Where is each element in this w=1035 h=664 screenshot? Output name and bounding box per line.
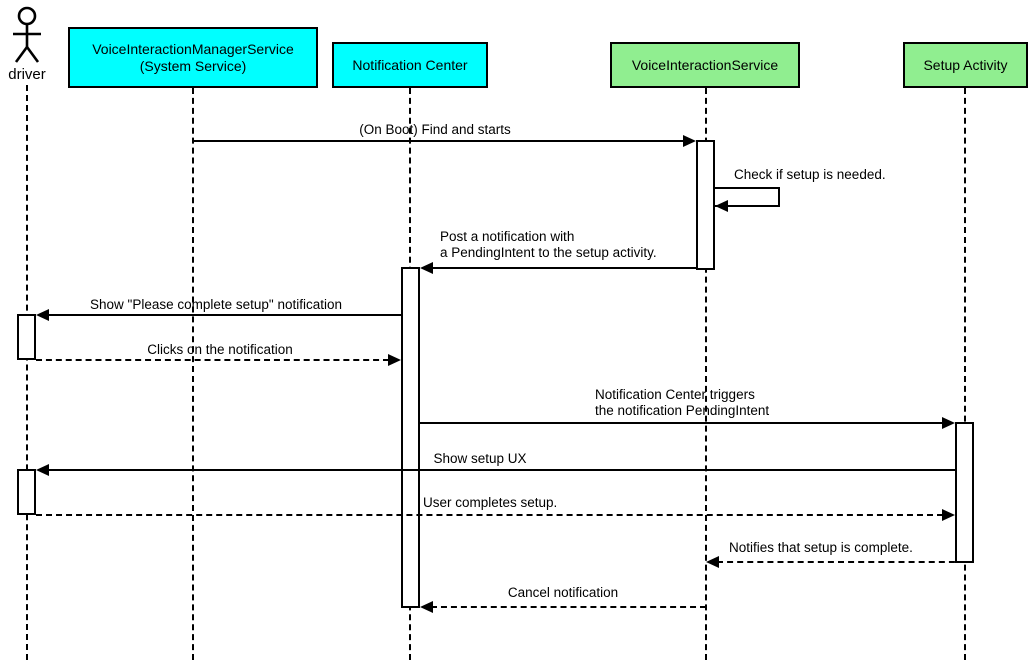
arrowhead-left-icon <box>36 309 49 321</box>
message-line-notifies-setup-complete <box>717 561 965 563</box>
arrowhead-left-icon <box>715 200 728 212</box>
activation-voice-interaction-service <box>696 140 715 270</box>
message-line-on-boot-find-and-starts <box>193 140 688 142</box>
lifeline-driver <box>26 85 28 660</box>
message-label-triggers-pendingintent: Notification Center triggers the notific… <box>595 387 770 418</box>
message-line-clicks-notification <box>36 359 389 361</box>
message-label-notifies-setup-complete: Notifies that setup is complete. <box>729 540 913 555</box>
message-line-show-setup-ux <box>47 469 955 471</box>
message-label-show-setup-notification: Show "Please complete setup" notificatio… <box>90 297 342 312</box>
message-label-post-notification: Post a notification with a PendingIntent… <box>440 229 657 260</box>
message-line-show-setup-notification <box>47 314 401 316</box>
participant-setup-activity: Setup Activity <box>903 42 1028 88</box>
arrowhead-right-icon <box>683 135 696 147</box>
message-label-user-completes-setup: User completes setup. <box>423 495 558 510</box>
message-label-show-setup-ux: Show setup UX <box>433 451 527 466</box>
activation-notification-center <box>401 267 420 608</box>
message-line-self-check-setup <box>715 187 780 207</box>
participant-voice-interaction-manager-service: VoiceInteractionManagerService (System S… <box>68 27 318 88</box>
arrowhead-right-icon <box>942 417 955 429</box>
participant-label: VoiceInteractionManagerService (System S… <box>92 40 294 74</box>
arrowhead-right-icon <box>942 509 955 521</box>
message-label-on-boot-find-and-starts: (On Boot) Find and starts <box>359 122 511 137</box>
message-label-cancel-notification: Cancel notification <box>507 585 619 600</box>
arrowhead-left-icon <box>420 262 433 274</box>
actor-icon <box>13 6 41 63</box>
lifeline-setup-activity <box>964 88 966 660</box>
activation-setup-activity <box>955 422 974 563</box>
message-line-user-completes-setup <box>36 514 943 516</box>
activation-driver-1 <box>17 314 36 360</box>
message-label-check-if-setup-needed: Check if setup is needed. <box>734 167 886 182</box>
participant-voice-interaction-service: VoiceInteractionService <box>610 42 800 88</box>
lifeline-voice-interaction-service <box>705 88 707 660</box>
arrowhead-left-icon <box>420 601 433 613</box>
participant-label: Setup Activity <box>923 56 1008 73</box>
message-line-triggers-pendingintent <box>420 422 943 424</box>
actor-label: driver <box>8 66 46 83</box>
message-line-post-notification <box>431 267 696 269</box>
arrowhead-right-icon <box>388 354 401 366</box>
participant-notification-center: Notification Center <box>332 42 488 88</box>
participant-label: VoiceInteractionService <box>631 56 779 73</box>
activation-driver-2 <box>17 469 36 515</box>
participant-label: Notification Center <box>352 56 468 73</box>
arrowhead-left-icon <box>706 556 719 568</box>
arrowhead-left-icon <box>36 464 49 476</box>
message-line-cancel-notification <box>431 606 706 608</box>
message-label-clicks-notification: Clicks on the notification <box>147 342 293 357</box>
lifeline-voice-interaction-manager-service <box>192 88 194 660</box>
